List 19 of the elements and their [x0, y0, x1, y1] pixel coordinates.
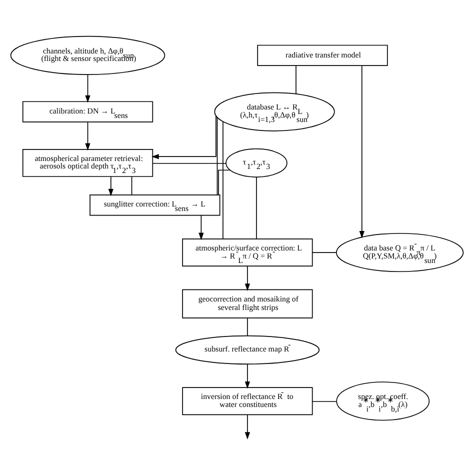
arrow — [244, 363, 250, 388]
arrow — [85, 121, 90, 150]
connector — [216, 116, 218, 195]
node-box: geocorrection and mosaiking of several flight strips — [182, 288, 313, 318]
connector — [218, 169, 231, 195]
node-box: radiative transfer model — [257, 44, 388, 66]
arrow — [244, 414, 250, 439]
arrow — [359, 64, 364, 238]
connector — [152, 162, 227, 164]
connector — [222, 120, 224, 239]
connector — [256, 176, 257, 239]
arrow — [152, 114, 216, 159]
connector — [312, 400, 337, 402]
connector — [131, 176, 132, 195]
arrow — [244, 265, 250, 290]
arrow — [85, 74, 90, 102]
arrow — [108, 176, 114, 196]
arrow — [198, 214, 204, 240]
connector — [247, 317, 248, 336]
